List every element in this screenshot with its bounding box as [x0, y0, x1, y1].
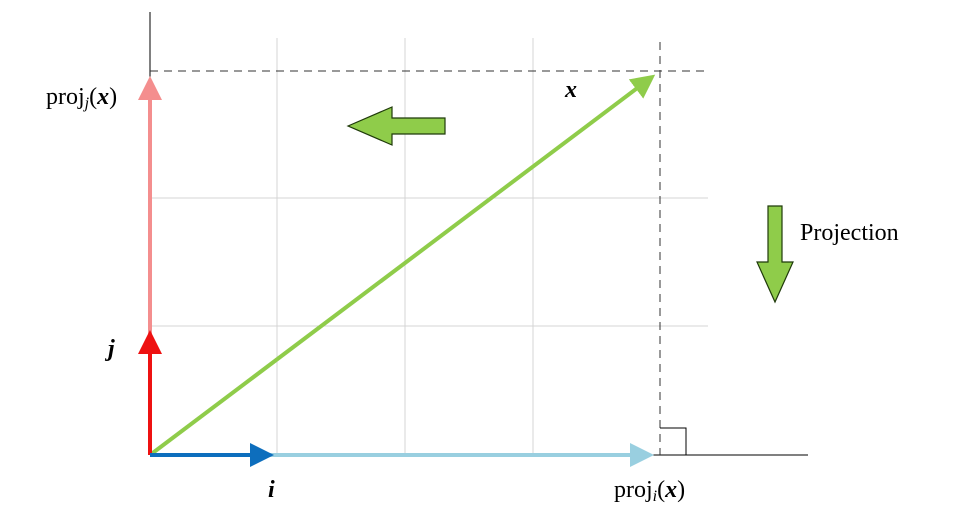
- x-vector: [148, 74, 656, 457]
- proj-i-paren-open: (: [657, 477, 665, 503]
- x-vector-label: x: [564, 77, 577, 103]
- proj-i-x: x: [664, 477, 677, 503]
- proj-j-x: x: [96, 84, 109, 110]
- proj-i-label: proji(x): [614, 477, 685, 505]
- left-block-arrow-icon: [346, 106, 446, 146]
- right-angle-marker: [660, 427, 687, 455]
- proj-i-prefix: proj: [614, 477, 653, 503]
- proj-j-subscript: j: [83, 95, 90, 112]
- j-basis-label: j: [104, 336, 115, 362]
- i-basis-label: i: [268, 477, 275, 503]
- projection-label: Projection: [800, 220, 899, 246]
- proj-j-prefix: proj: [46, 84, 85, 110]
- proj-j-paren-open: (: [89, 84, 97, 110]
- proj-i-subscript: i: [653, 488, 657, 505]
- proj-j-paren-close: ): [109, 84, 117, 110]
- grid: [150, 38, 708, 455]
- down-block-arrow-icon: [756, 205, 794, 304]
- proj-i-paren-close: ): [677, 477, 685, 503]
- proj-j-label: projj(x): [46, 84, 117, 112]
